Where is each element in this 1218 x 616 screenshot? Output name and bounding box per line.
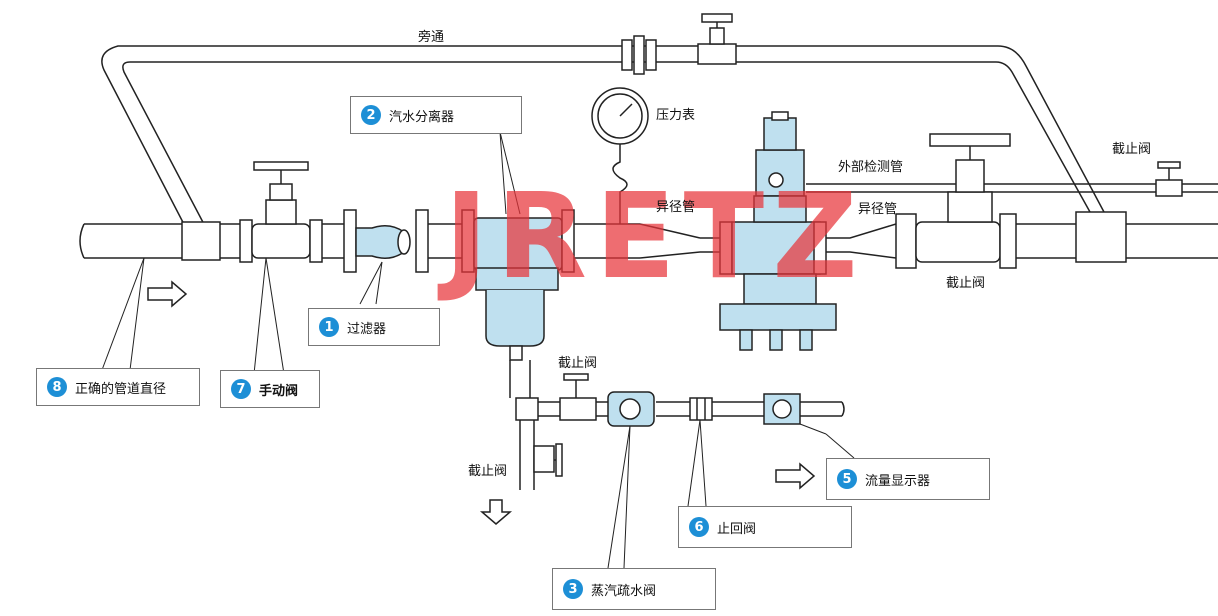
external-sensing-label: 外部检测管 — [838, 160, 904, 175]
callout-strainer: 1 过滤器 — [308, 308, 440, 346]
drain-pipe — [509, 360, 845, 490]
stop-valve-label-drain-side: 截止阀 — [468, 464, 508, 479]
leader-lines — [101, 131, 855, 569]
callout-text: 止回阀 — [717, 521, 757, 537]
callout-steam-trap: 3 蒸汽疏水阀 — [552, 568, 716, 610]
callout-separator: 2 汽水分离器 — [350, 96, 522, 134]
flow-arrow-right — [775, 462, 816, 490]
callout-number: 2 — [361, 105, 381, 125]
sensing-stop-valve — [1155, 161, 1183, 197]
drain-stop-valve-side — [533, 443, 563, 477]
callout-number: 8 — [47, 377, 67, 397]
callout-text: 流量显示器 — [865, 473, 931, 489]
callout-text: 正确的管道直径 — [75, 381, 167, 397]
bypass-union — [621, 35, 657, 75]
bypass-label: 旁通 — [418, 30, 445, 45]
callout-manual-valve: 7 手动阀 — [220, 370, 320, 408]
bypass-pipe — [101, 45, 1105, 233]
main-pipe — [79, 211, 1218, 263]
separator-body — [461, 209, 575, 361]
callout-check-valve: 6 止回阀 — [678, 506, 852, 548]
stop-valve-label-right: 截止阀 — [946, 276, 986, 291]
callout-number: 6 — [689, 517, 709, 537]
callout-text: 蒸汽疏水阀 — [591, 583, 657, 599]
callout-text: 汽水分离器 — [389, 109, 455, 125]
callout-number: 1 — [319, 317, 339, 337]
pressure-gauge — [591, 87, 649, 224]
callout-text: 手动阀 — [259, 383, 299, 399]
stop-valve-label-far-right: 截止阀 — [1112, 142, 1152, 157]
sight-glass-body — [763, 393, 801, 425]
steam-trap-body — [607, 391, 655, 427]
watermark: JRETZ — [437, 167, 865, 305]
callout-text: 过滤器 — [347, 321, 387, 337]
manual-valve-body — [239, 161, 323, 263]
stop-valve-label-drain-top: 截止阀 — [558, 356, 598, 371]
callout-number: 5 — [837, 469, 857, 489]
callout-pipe-diameter: 8 正确的管道直径 — [36, 368, 200, 406]
drain-stop-valve-top — [559, 373, 597, 421]
callout-number: 7 — [231, 379, 251, 399]
flow-arrow-drain — [479, 499, 513, 525]
downstream-stop-valve — [895, 133, 1017, 269]
check-valve-body — [689, 397, 713, 421]
strainer-body — [343, 209, 429, 273]
external-sensing-pipe — [806, 183, 1218, 193]
reducer-label-left: 异径管 — [656, 200, 696, 215]
reducing-valve-body — [719, 111, 837, 351]
flow-arrow-main — [147, 280, 188, 308]
pressure-gauge-label: 压力表 — [656, 108, 696, 123]
reducer-label-right: 异径管 — [858, 202, 898, 217]
callout-number: 3 — [563, 579, 583, 599]
callout-flow-indicator: 5 流量显示器 — [826, 458, 990, 500]
bypass-stop-valve — [697, 13, 737, 65]
